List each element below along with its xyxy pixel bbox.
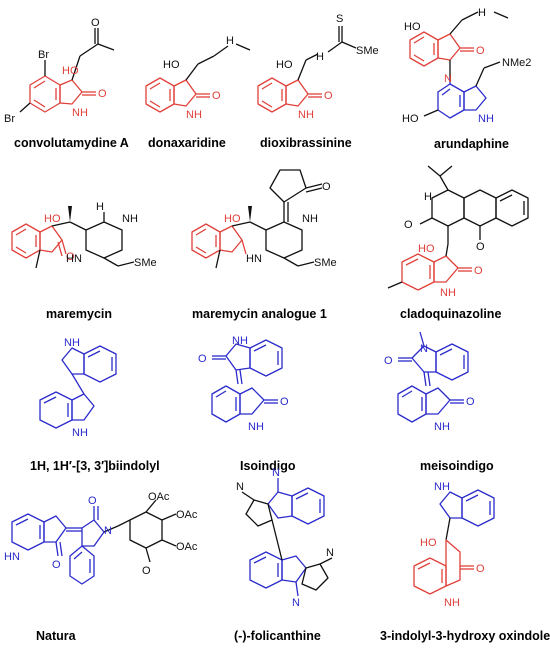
structure-maremycin: HO O H NH HN SMe — [11, 201, 157, 269]
atom-o-top: O — [198, 353, 207, 365]
atom-n: N — [444, 73, 452, 85]
atom-o: O — [98, 88, 107, 100]
atom-ho: HO — [62, 65, 79, 77]
label-maremycin: maremycin — [46, 307, 112, 321]
structure-cladoquinazoline: H O O HO O NH — [387, 165, 529, 299]
atom-ho: HO — [163, 59, 180, 71]
atom-sme: SMe — [356, 45, 379, 57]
atom-nme2: NMe2 — [502, 57, 531, 69]
atom-hn: HN — [246, 253, 262, 265]
atom-o: O — [476, 45, 485, 57]
atom-o-bottom: O — [466, 396, 475, 408]
structure-arundaphine: HO H O N NMe2 HO NH — [402, 7, 531, 125]
label-cladoquinazoline: cladoquinazoline — [400, 307, 501, 321]
atom-ho: HO — [420, 537, 437, 549]
atom-o-right: O — [88, 495, 97, 507]
atom-o-amide: O — [404, 219, 413, 231]
atom-o: O — [66, 251, 75, 263]
atom-br-top: Br — [38, 49, 49, 61]
atom-ho: HO — [44, 213, 61, 225]
label-meisoindigo: meisoindigo — [420, 459, 494, 473]
atom-n-pyrrolidine-top: N — [236, 481, 244, 493]
atom-nh: H — [424, 191, 432, 203]
atom-oac-2: OAc — [176, 509, 198, 521]
atom-hn: HN — [4, 551, 20, 563]
structure-maremycin-analogue-1: HO O NH HN SMe — [191, 169, 337, 269]
atom-o-ketone: O — [91, 17, 100, 29]
atom-nh-bottom: NH — [248, 421, 264, 433]
atom-sme: SMe — [314, 257, 337, 269]
atom-h: H — [96, 201, 104, 213]
atom-ho: HO — [224, 213, 241, 225]
label-folicanthine: (-)-folicanthine — [234, 629, 321, 643]
atom-o-bottom: O — [280, 396, 289, 408]
atom-ho: HO — [418, 243, 435, 255]
structure-isoindigo: NH O NH O — [198, 335, 289, 433]
atom-ho: HO — [276, 59, 293, 71]
atom-o-quinazolinone: O — [476, 241, 485, 253]
atom-oac-1: OAc — [148, 491, 170, 503]
atom-o: O — [324, 90, 333, 102]
structure-meisoindigo: N O NH O — [384, 331, 475, 433]
atom-o-top: O — [384, 355, 393, 367]
structure-natura: HN O O N OAc OAc OAc O — [4, 491, 198, 585]
label-biindolyl: 1H, 1H′-[3, 3′]biindolyl — [30, 459, 160, 473]
label-natura: Natura — [36, 629, 77, 643]
atom-nh-ring: NH — [440, 287, 456, 299]
atom-nh-indole: NH — [478, 113, 494, 125]
atom-nh-bottom: NH — [72, 427, 88, 439]
atom-o: O — [474, 265, 483, 277]
structure-donaxaridine: HO H NH O — [145, 35, 251, 121]
atom-nh-ring: NH — [298, 109, 314, 121]
atom-nh: H — [478, 7, 486, 19]
atom-nh-top: NH — [64, 337, 80, 349]
label-dioxibrassinine: dioxibrassinine — [260, 136, 352, 150]
atom-s: S — [336, 13, 343, 25]
structure-dioxibrassinine: HO H S SMe NH O — [257, 13, 379, 121]
label-indolyl-hydroxy-oxindole: 3-indolyl-3-hydroxy oxindole — [380, 629, 550, 643]
atom-nh: H — [226, 35, 234, 47]
structure-indolyl-hydroxy-oxindole: NH HO O NH — [413, 481, 495, 609]
atom-ho: HO — [404, 21, 421, 33]
atom-o-ring: O — [142, 565, 151, 577]
label-convolutamydine-a: convolutamydine A — [14, 136, 129, 150]
atom-nh-ring: NH — [186, 109, 202, 121]
atom-ho-ring: HO — [402, 113, 419, 125]
atom-n: N — [420, 343, 428, 355]
atom-nh: NH — [302, 213, 318, 225]
label-maremycin-analogue-1: maremycin analogue 1 — [192, 307, 327, 321]
atom-o-left: O — [52, 559, 61, 571]
label-isoindigo: Isoindigo — [240, 459, 296, 473]
atom-nh: NH — [434, 421, 450, 433]
atom-o-ketone: O — [322, 181, 331, 193]
atom-nh: H — [316, 51, 324, 63]
atom-n-bottom: N — [292, 597, 300, 609]
structure-biindolyl: NH NH — [39, 337, 117, 439]
label-arundaphine: arundaphine — [434, 137, 509, 151]
label-donaxaridine: donaxaridine — [148, 136, 226, 150]
atom-nh: NH — [122, 213, 138, 225]
atom-n-pyrrolidine-bottom: N — [326, 547, 334, 559]
atom-o: O — [476, 563, 485, 575]
atom-oac-3: OAc — [176, 541, 198, 553]
structure-convolutamydine-a: Br Br HO NH O O — [4, 17, 115, 125]
atom-nh-top: NH — [232, 335, 248, 347]
atom-o: O — [212, 90, 221, 102]
atom-nh-indole: NH — [434, 481, 450, 493]
structure-folicanthine: N N N N — [236, 467, 334, 609]
atom-sme: SMe — [134, 257, 157, 269]
atom-n: N — [104, 525, 112, 537]
atom-hn: HN — [66, 253, 82, 265]
atom-nh: NH — [72, 107, 88, 119]
atom-nh-ring: NH — [444, 597, 460, 609]
atom-n-top: N — [272, 467, 280, 479]
atom-br-bottom: Br — [4, 113, 15, 125]
